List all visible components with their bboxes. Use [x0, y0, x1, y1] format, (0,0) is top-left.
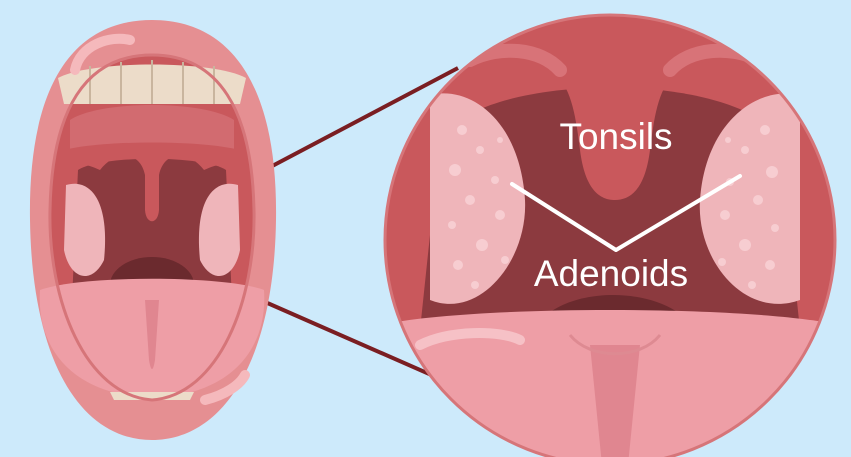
tonsil-left: [430, 93, 526, 304]
tonsil-right: [699, 93, 800, 304]
connector-line-bottom: [255, 296, 453, 386]
label-tonsils: Tonsils: [559, 116, 673, 157]
magnified-throat-circle: [383, 13, 837, 457]
open-mouth-illustration: [29, 20, 277, 440]
connector-line-top: [241, 66, 459, 184]
small-tonsil-left: [64, 183, 106, 277]
small-tonsil-right: [198, 183, 240, 277]
label-adenoids: Adenoids: [533, 253, 689, 294]
tonsil-pointer-lines: [510, 174, 742, 252]
